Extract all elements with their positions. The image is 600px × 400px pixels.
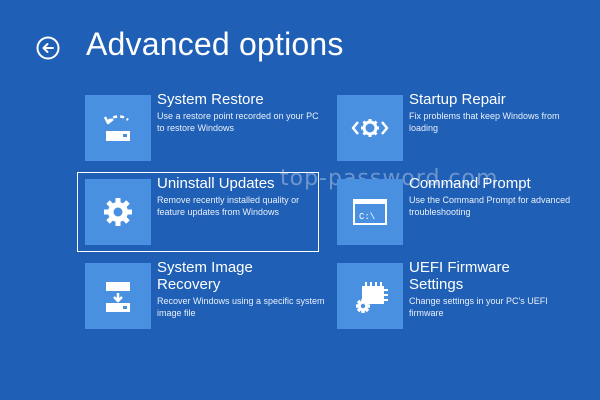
page-title: Advanced options <box>86 26 344 62</box>
option-label-line2: Recovery <box>157 276 221 293</box>
option-label: System Restore <box>157 91 264 108</box>
option-label: Command Prompt <box>409 175 531 192</box>
startup-repair-icon <box>351 119 389 137</box>
option-tile <box>85 179 151 245</box>
option-command-prompt[interactable]: C:\ Command Prompt Use the Command Promp… <box>337 175 577 255</box>
option-system-restore[interactable]: System Restore Use a restore point recor… <box>85 91 325 171</box>
gear-icon <box>104 198 132 226</box>
back-button[interactable] <box>36 36 60 60</box>
option-tile <box>337 263 403 329</box>
option-description: Use the Command Prompt for advanced trou… <box>409 195 571 217</box>
option-label: Startup Repair <box>409 91 506 108</box>
option-label-line1: UEFI Firmware <box>409 259 510 276</box>
option-description: Fix problems that keep Windows from load… <box>409 111 560 133</box>
option-label: Uninstall Updates <box>157 175 275 192</box>
command-prompt-icon: C:\ <box>353 199 387 225</box>
option-label-line2: Settings <box>409 276 464 293</box>
command-prompt-glyph: C:\ <box>359 212 375 222</box>
option-tile: C:\ <box>337 179 403 245</box>
system-image-recovery-icon <box>106 282 130 312</box>
option-label-line1: System Image <box>157 259 253 276</box>
option-tile <box>85 263 151 329</box>
selection-focus-frame <box>77 172 319 252</box>
option-description: Remove recently installed quality or fea… <box>157 195 300 217</box>
option-startup-repair[interactable]: Startup Repair Fix problems that keep Wi… <box>337 91 577 171</box>
option-uninstall-updates[interactable]: Uninstall Updates Remove recently instal… <box>85 175 325 255</box>
option-tile <box>85 95 151 161</box>
option-description: Change settings in your PC's UEFI firmwa… <box>409 296 548 318</box>
system-restore-icon <box>103 115 130 141</box>
back-arrow-circle-icon <box>36 36 60 60</box>
option-description: Recover Windows using a specific system … <box>157 296 325 318</box>
option-tile <box>337 95 403 161</box>
uefi-firmware-icon <box>356 282 388 313</box>
option-description: Use a restore point recorded on your PC … <box>157 111 319 133</box>
